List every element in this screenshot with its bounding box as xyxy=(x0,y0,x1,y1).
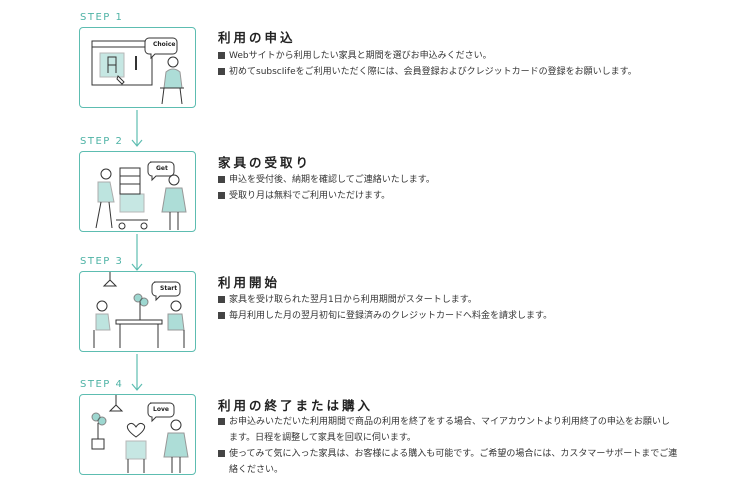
step-3-label: STEP 3 xyxy=(80,256,124,267)
list-item: Webサイトから利用したい家具と期間を選びお申込みください。 xyxy=(218,48,678,64)
list-item: 初めてsubscIifeをご利用いただく際には、会員登録およびクレジットカードの… xyxy=(218,64,678,80)
step-2-title: 家具の受取り xyxy=(218,155,312,170)
step-3-title: 利用開始 xyxy=(218,275,281,290)
speech-bubble-text: Start xyxy=(160,285,178,292)
step-4-illustration: Love xyxy=(79,394,196,475)
step-1-label: STEP 1 xyxy=(80,12,124,23)
step-3-items: 家具を受け取られた翌月1日から利用期間がスタートします。 毎月利用した月の翌月初… xyxy=(218,292,678,324)
list-item: 家具を受け取られた翌月1日から利用期間がスタートします。 xyxy=(218,292,678,308)
list-item: 使ってみて気に入った家具は、お客様による購入も可能です。ご希望の場合には、カスタ… xyxy=(218,446,678,478)
step-4-title: 利用の終了または購入 xyxy=(218,398,374,413)
step-2-illustration: Get xyxy=(79,151,196,232)
speech-bubble-text: Love xyxy=(153,406,169,413)
step-3-illustration: Start xyxy=(79,271,196,352)
end-or-purchase-illustration xyxy=(91,395,189,473)
step-2-items: 申込を受付後、納期を確認してご連絡いたします。 受取り月は無料でご利用いただけま… xyxy=(218,172,678,204)
list-item: お申込みいただいた利用期間で商品の利用を終了をする場合、マイアカウントより利用終… xyxy=(218,414,678,446)
down-arrow-icon xyxy=(131,110,143,147)
receive-furniture-illustration xyxy=(95,161,187,230)
down-arrow-icon xyxy=(131,354,143,391)
speech-bubble-text: Get xyxy=(156,165,168,172)
step-1-items: Webサイトから利用したい家具と期間を選びお申込みください。 初めてsubscI… xyxy=(218,48,678,80)
down-arrow-icon xyxy=(131,234,143,271)
step-1-illustration: Choice xyxy=(79,27,196,108)
choose-furniture-illustration xyxy=(91,37,184,105)
step-4-label: STEP 4 xyxy=(80,379,124,390)
list-item: 申込を受付後、納期を確認してご連絡いたします。 xyxy=(218,172,678,188)
step-2-label: STEP 2 xyxy=(80,136,124,147)
list-item: 毎月利用した月の翌月初旬に登録済みのクレジットカードへ料金を請求します。 xyxy=(218,308,678,324)
speech-bubble-text: Choice xyxy=(153,41,176,48)
step-4-items: お申込みいただいた利用期間で商品の利用を終了をする場合、マイアカウントより利用終… xyxy=(218,414,678,478)
start-using-illustration xyxy=(93,272,185,348)
list-item: 受取り月は無料でご利用いただけます。 xyxy=(218,188,678,204)
step-1-title: 利用の申込 xyxy=(218,30,296,45)
